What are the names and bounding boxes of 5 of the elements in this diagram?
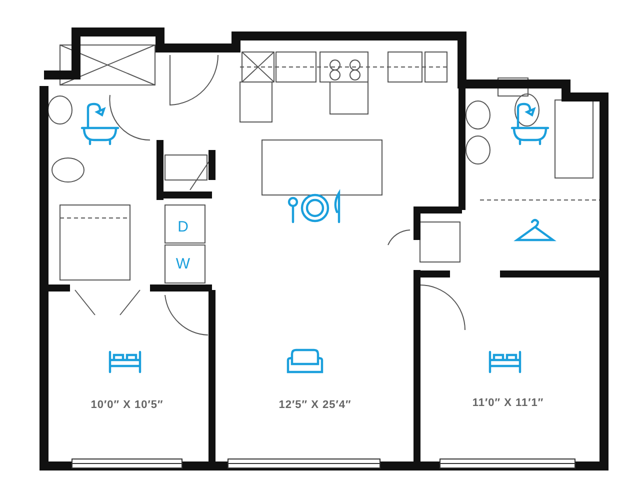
appliance-letter: W xyxy=(176,256,190,272)
room-dimension: 11′0″ X 11′1″ xyxy=(472,397,544,409)
room-dimension: 10′0″ X 10′5″ xyxy=(90,399,164,411)
room-dimension: 12′5″ X 25′4″ xyxy=(278,399,352,411)
appliance-letter: D xyxy=(178,218,188,236)
